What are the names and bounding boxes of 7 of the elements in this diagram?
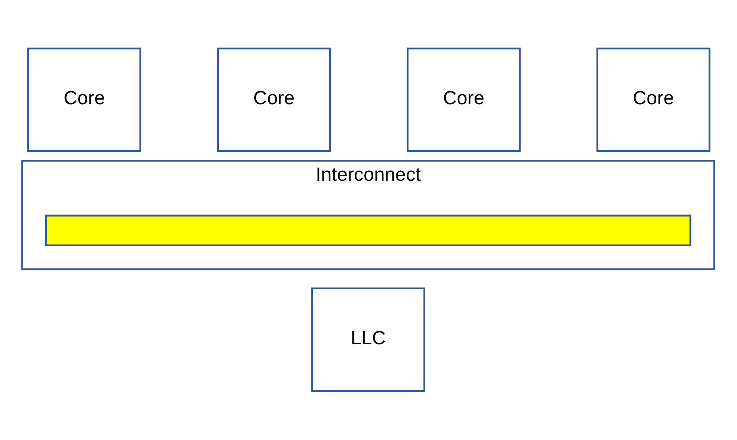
node-box: Core [28, 48, 142, 152]
node-box: Core [217, 48, 332, 152]
node-box: Core [596, 48, 711, 152]
node-bar [45, 214, 692, 247]
cluster: Interconnect [22, 160, 716, 270]
node-box: LLC [312, 288, 426, 392]
node-box: Core [406, 48, 521, 152]
